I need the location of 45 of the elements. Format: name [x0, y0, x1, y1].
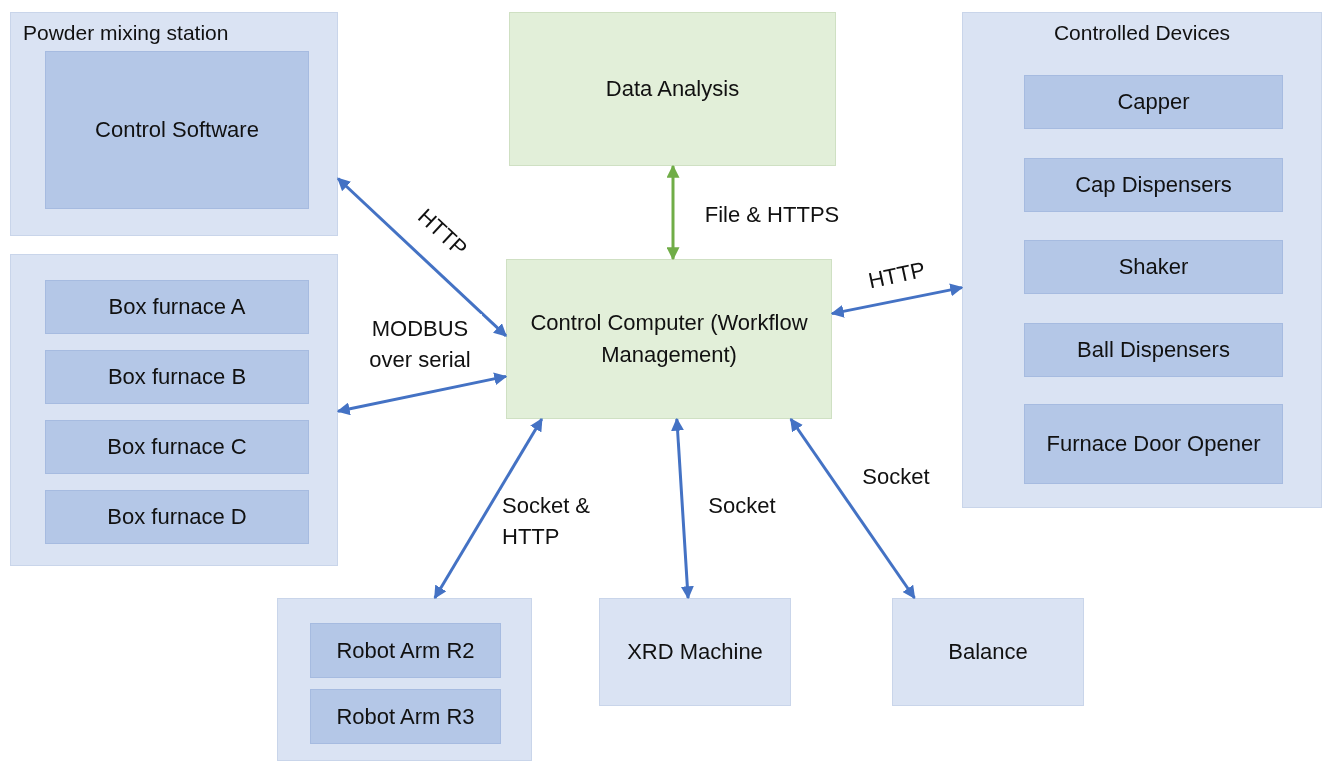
double-arrow [666, 164, 680, 261]
node-label: Ball Dispensers [1077, 336, 1230, 365]
node-label: Box furnace A [108, 293, 246, 322]
node-label: Shaker [1118, 253, 1189, 282]
node-label: Box furnace C [107, 433, 247, 462]
node-label: Box furnace B [107, 363, 247, 392]
process-box [1024, 323, 1283, 377]
node-label: Capper [1117, 88, 1190, 117]
process-box [45, 490, 309, 544]
double-arrow [433, 417, 544, 600]
node-label: Data Analysis [605, 75, 740, 104]
process-box [45, 280, 309, 334]
node-label: Robot Arm R2 [336, 636, 475, 665]
node-label: Control Software [95, 116, 259, 145]
process-box [45, 420, 309, 474]
double-arrow [336, 372, 508, 416]
process-box [45, 350, 309, 404]
node-label: Furnace Door Opener [1046, 430, 1261, 459]
node-label: XRD Machine [627, 638, 763, 667]
process-box [1024, 404, 1283, 484]
group-panel [962, 12, 1322, 508]
group-box [277, 598, 532, 761]
group-heading: Controlled Devices [1053, 20, 1231, 46]
node-label: Cap Dispensers [1075, 171, 1232, 200]
double-arrow [830, 283, 964, 318]
process-box [1024, 240, 1283, 294]
process-box [310, 623, 501, 678]
process-box [45, 51, 309, 209]
group-box [10, 254, 338, 566]
group-heading: Powder mixing station [23, 20, 229, 46]
double-arrow [671, 417, 694, 600]
process-box [509, 12, 836, 166]
group-panel [10, 12, 338, 236]
process-box [310, 689, 501, 744]
node-label: Control Computer (Workflow Management) [529, 309, 809, 369]
process-box [1024, 75, 1283, 129]
process-box [599, 598, 791, 706]
node-label: Box furnace D [107, 503, 247, 532]
double-arrow [789, 417, 916, 600]
process-box [506, 259, 832, 419]
process-box [1024, 158, 1283, 212]
process-box [892, 598, 1084, 706]
double-arrow [336, 177, 508, 337]
node-label: Robot Arm R3 [336, 702, 475, 731]
node-label: Balance [948, 638, 1028, 667]
